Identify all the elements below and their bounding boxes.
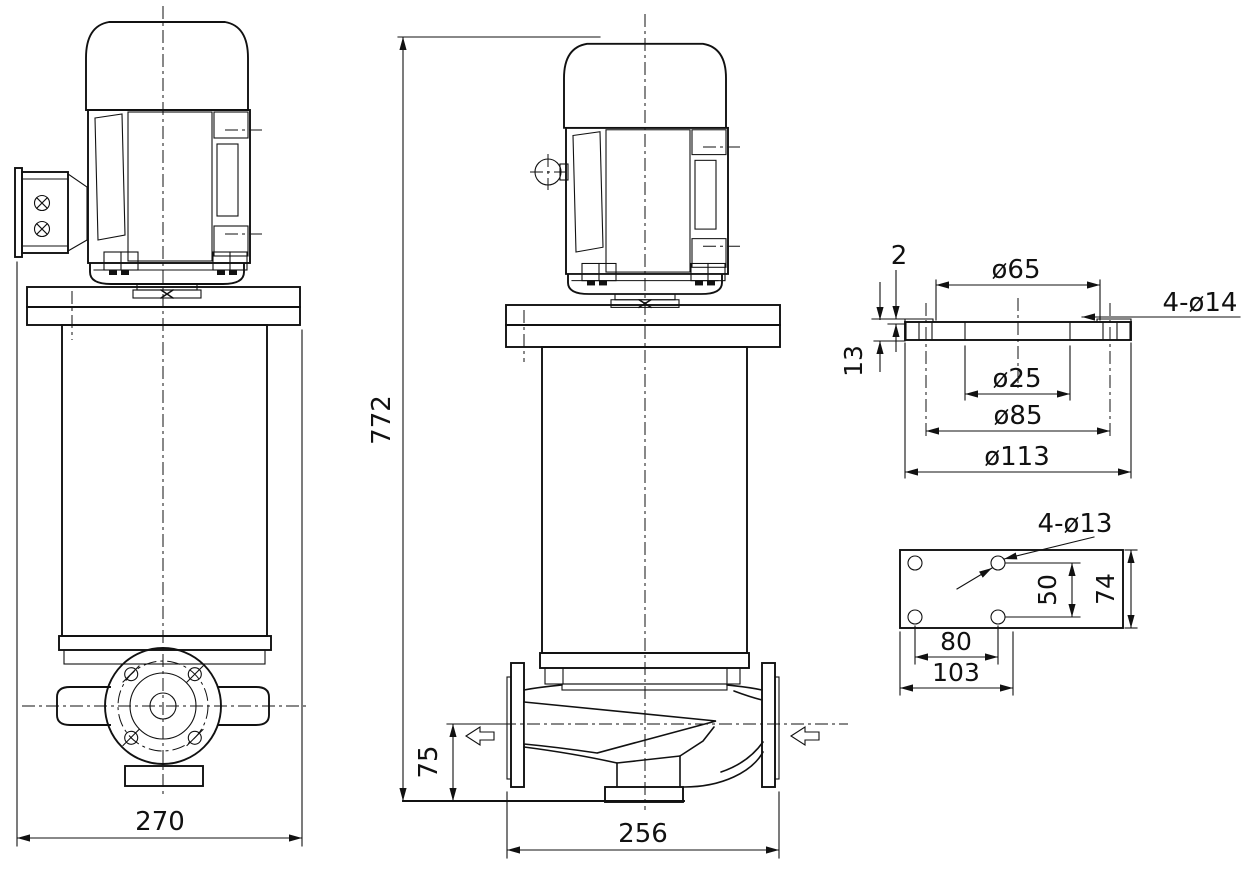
dim-o25-label: ø25 (993, 364, 1042, 394)
label-4xo13: 4-ø13 (1038, 509, 1113, 539)
flange-bolt-hole-icon (186, 728, 204, 747)
callout-bolt-holes: 4-ø14 (1081, 288, 1241, 321)
dim-103-label: 103 (932, 658, 980, 687)
eyebolt-icon (530, 154, 569, 190)
dim-13-label: 13 (839, 345, 868, 377)
side-view: 772 75 256 (367, 14, 848, 859)
flow-arrow-icon (464, 725, 495, 747)
volute-casing (523, 684, 764, 788)
label-4xo14: 4-ø14 (1163, 288, 1238, 318)
flange-bolt-hole-icon (122, 665, 140, 683)
dim-o65-label: ø65 (992, 255, 1041, 285)
terminal-box (14, 167, 88, 258)
dimension-pad-width: 103 (899, 631, 1014, 696)
dimension-plate-thickness: 13 (839, 282, 906, 377)
dim-75-label: 75 (414, 745, 444, 778)
dimension-bore-diameter: ø25 (964, 345, 1071, 401)
dim-74-label: 74 (1091, 573, 1120, 605)
pump-foot-front (124, 765, 204, 787)
dimension-overall-height: 772 (367, 36, 601, 801)
dimension-outer-diameter: ø113 (904, 342, 1132, 479)
pad-hole-icon (907, 555, 923, 571)
dimension-face-diameter: ø65 (935, 255, 1101, 321)
dim-256-label: 256 (618, 819, 668, 849)
dim-80-label: 80 (940, 627, 972, 656)
dimension-pad-height: 74 (1091, 549, 1138, 629)
dimension-overall-width: 270 (16, 261, 303, 847)
dim-50-label: 50 (1033, 574, 1062, 606)
pump-foot-side (604, 786, 684, 803)
flange-bolt-hole-icon (186, 665, 204, 683)
diffuser-wedge (523, 701, 717, 754)
flange-bolt-hole-icon (122, 728, 140, 747)
dimension-bolt-circle: ø85 (926, 401, 1110, 435)
flow-arrow-icon (789, 725, 820, 747)
dim-772-label: 772 (367, 395, 397, 445)
pad-hole-icon (990, 555, 1006, 571)
dim-270-label: 270 (135, 807, 185, 837)
dimension-port-height: 75 (414, 723, 510, 801)
dim-2-label: 2 (891, 241, 908, 271)
pad-hole-icon (990, 609, 1006, 625)
callout-pad-holes: 4-ø13 (956, 509, 1113, 590)
flange-section-view: 2 13 ø65 4-ø14 ø25 (839, 241, 1241, 479)
dimension-hole-pitch-horizontal: 80 (914, 625, 999, 665)
dimension-hole-pitch-vertical: 50 (1005, 562, 1081, 618)
mounting-pad-view: 4-ø13 50 74 80 103 (899, 509, 1138, 696)
dim-o113-label: ø113 (984, 442, 1050, 472)
front-view: 270 (14, 6, 307, 847)
dim-o85-label: ø85 (994, 401, 1043, 431)
cover-screw-icon (33, 194, 51, 212)
dimension-step-thickness: 2 (871, 241, 908, 352)
discharge-flange-side (761, 662, 780, 788)
dimension-flange-span: 256 (506, 791, 780, 859)
cover-screw-icon (33, 220, 51, 238)
casing-band-2 (63, 649, 266, 665)
pad-hole-icon (907, 609, 923, 625)
